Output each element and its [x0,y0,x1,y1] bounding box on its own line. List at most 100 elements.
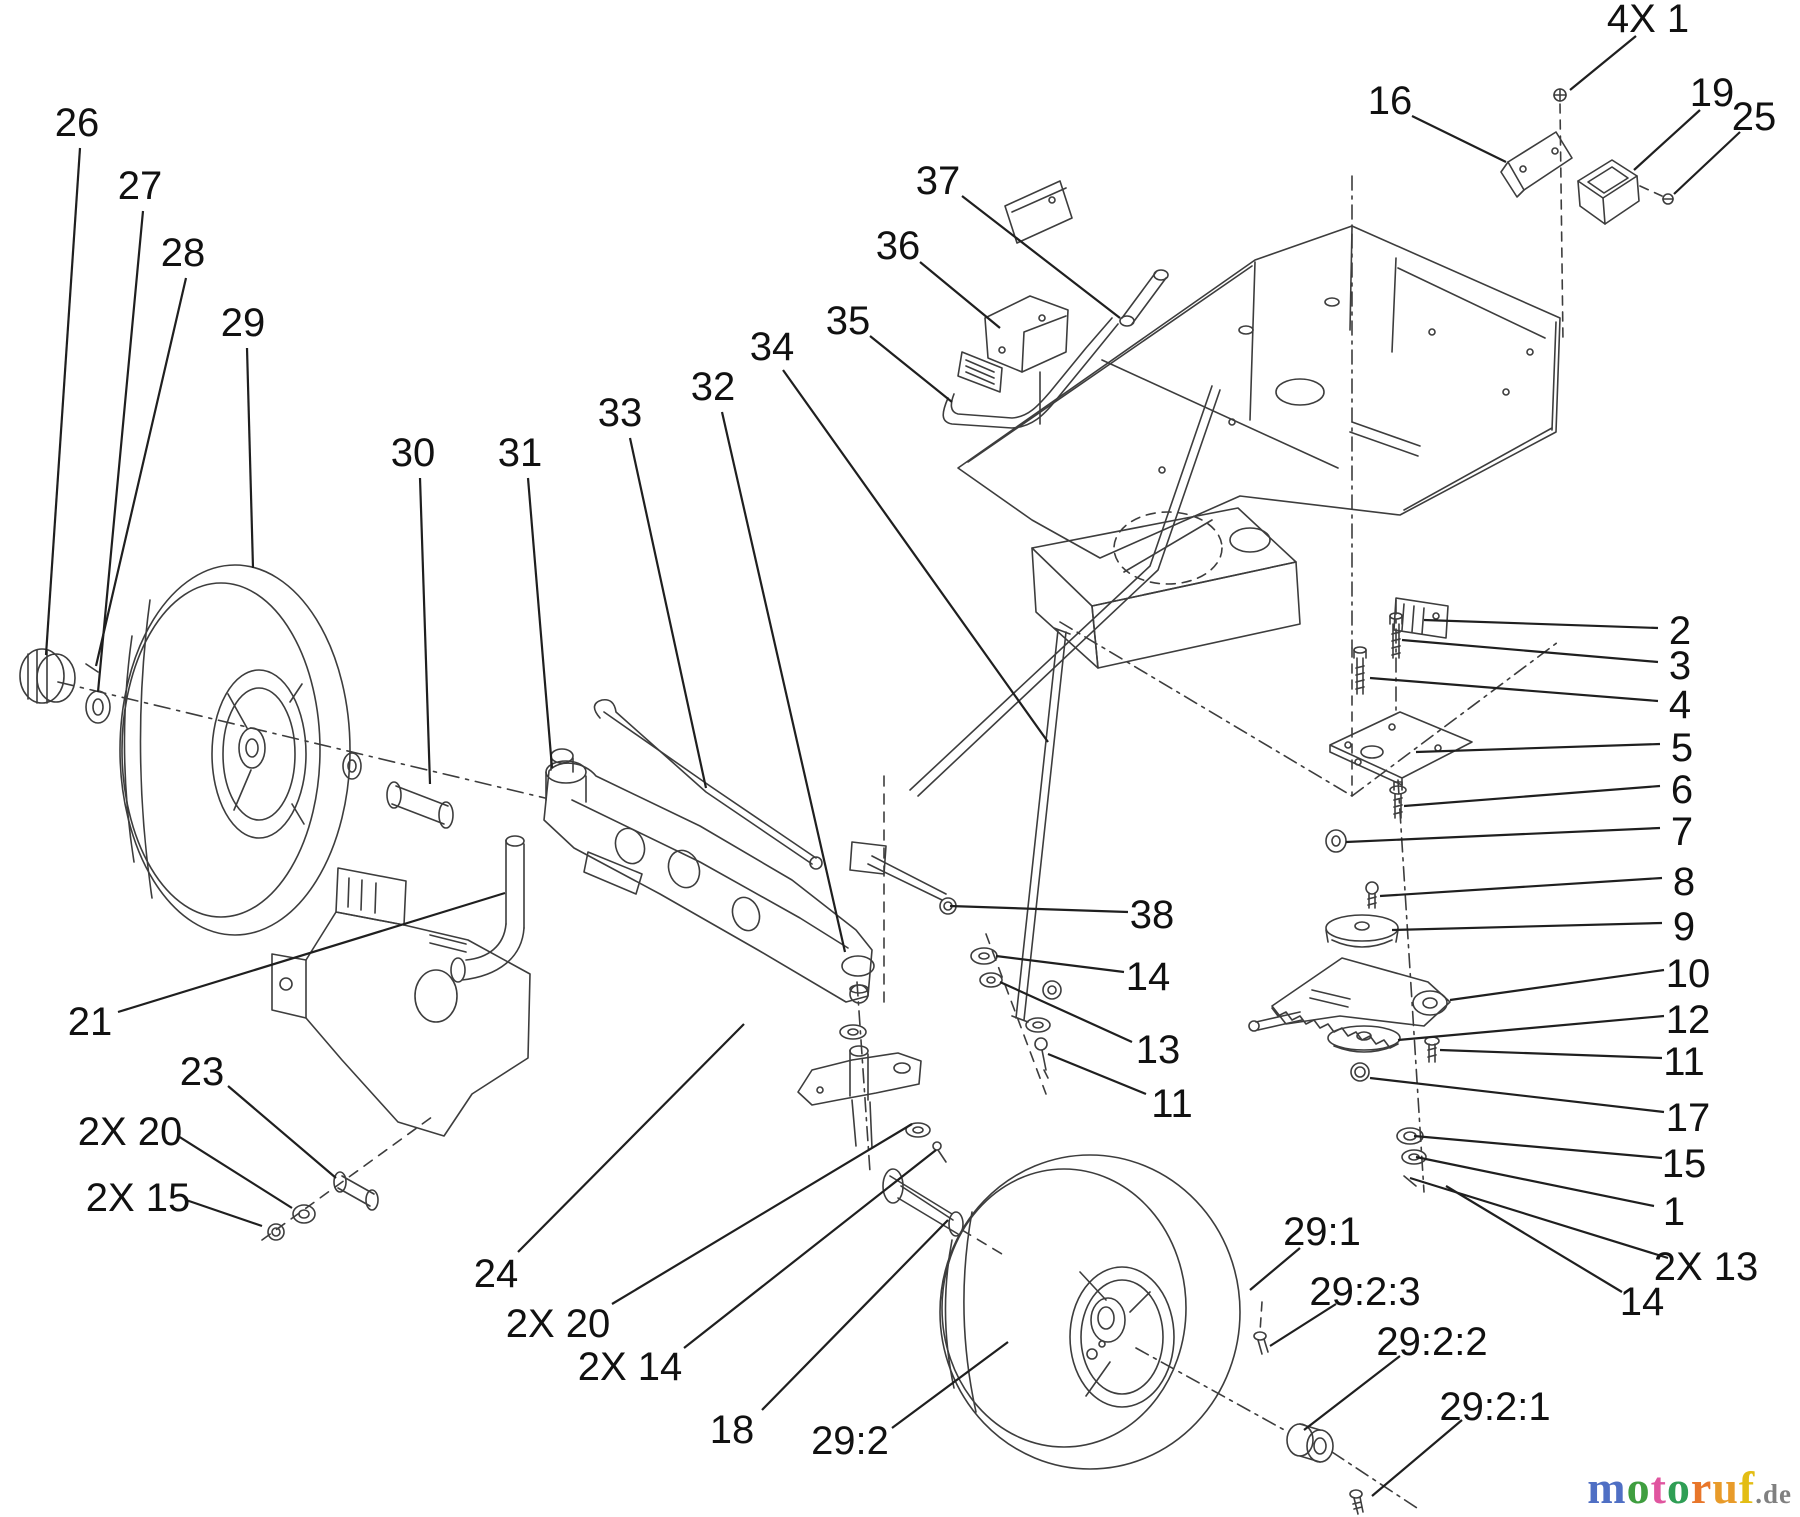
leader-line-13 [999,980,1133,1044]
callout-label: 29:2:1 [1439,1385,1550,1429]
callout-label: 12 [1666,998,1711,1042]
leader-line-11 [1439,1048,1663,1060]
leader-line-2 [1423,618,1659,630]
leader-line-29-2-3 [1269,1303,1337,1347]
leader-line-29-2-2 [1303,1355,1401,1431]
leader-line-17 [1369,1076,1665,1114]
callout-label: 29 [221,301,266,345]
callout-label: 4X 1 [1607,0,1689,41]
leader-line-12 [1397,1014,1665,1042]
callout-label: 14 [1126,955,1171,999]
callout-label: 33 [598,391,643,435]
callout-label: 13 [1136,1028,1181,1072]
left-spindle [450,835,525,983]
leader-line-30 [418,477,432,785]
leader-line-27 [96,210,145,693]
right-wheel-tire [939,1154,1241,1470]
callout-label: 14 [1620,1280,1665,1324]
callout-label: 6 [1671,768,1693,812]
right-kingpin-spindle [839,955,875,1173]
leader-line-14 [1445,1185,1623,1293]
watermark-letter: u [1712,1462,1739,1513]
leader-line-25 [1673,131,1741,195]
callout-label: 29:2:3 [1309,1270,1420,1314]
callout-label: 10 [1666,952,1711,996]
callout-label: 2X 13 [1654,1245,1759,1289]
axle-pivot-tube [342,752,454,829]
watermark-letter: m [1587,1462,1627,1513]
left-wheel-tire [119,564,351,936]
leader-line-2X-13 [1409,1176,1669,1260]
leader-line-33 [628,437,708,789]
callout-label: 27 [118,164,163,208]
drag-link-rod [1011,627,1071,1023]
callout-label: 29:2:2 [1376,1320,1487,1364]
callout-label: 23 [180,1050,225,1094]
callout-label: 32 [691,365,736,409]
leader-line-19 [1633,109,1701,171]
callout-label: 4 [1669,683,1691,727]
gear-hardware [1327,1025,1440,1187]
leader-line-15 [1413,1134,1663,1160]
steering-sector-gear [1248,957,1451,1049]
leader-line-9 [1391,921,1663,932]
leader-line-28 [94,277,188,667]
steering-shaft [849,385,1221,1005]
leader-line-37 [961,195,1121,319]
leader-line-29 [245,347,255,569]
leader-line-11 [1047,1052,1147,1096]
callout-label: 19 [1690,71,1735,115]
callout-label: 3 [1669,644,1691,688]
leader-line-18 [761,1219,949,1411]
leader-line-2X-15 [185,1198,263,1228]
leader-line-31 [526,477,554,769]
leader-line-7 [1345,826,1661,844]
leader-line-29-2 [891,1341,1009,1429]
axle-support-bracket [797,1052,947,1163]
chassis-frame [957,175,1561,797]
callout-label: 36 [876,224,921,268]
callout-label: 21 [68,1000,113,1044]
steering-hardware-stack [939,897,1062,1095]
leader-line-6 [1403,784,1661,808]
callout-label: 29:1 [1283,1210,1361,1254]
watermark-suffix: .de [1755,1479,1792,1509]
support-bracket [271,867,531,1137]
callout-label: 25 [1732,95,1777,139]
callout-label: 18 [710,1408,755,1452]
callout-label: 24 [474,1252,519,1296]
callout-label: 8 [1673,860,1695,904]
leader-line-24 [517,1023,745,1253]
callout-label: 11 [1151,1082,1193,1126]
callout-label: 26 [55,101,100,145]
leader-line-3 [1401,638,1659,664]
callout-label: 2X 15 [86,1176,191,1220]
callout-label: 38 [1130,893,1175,937]
callout-label: 28 [161,231,206,275]
leader-line-36 [919,261,1001,329]
leader-line-23 [227,1085,337,1179]
callout-label: 9 [1673,905,1695,949]
leader-line-2X-20 [177,1135,293,1209]
leader-line-4X-1 [1569,35,1637,91]
screw-icon [1553,88,1567,343]
callout-label: 34 [750,325,795,369]
leader-line-38 [949,904,1129,914]
callout-label: 5 [1671,726,1693,770]
leader-line-21 [117,891,506,1014]
leader-line-26 [44,147,82,656]
mount-plate [1500,131,1573,198]
leader-line-5 [1415,742,1661,754]
steering-link-rod [593,698,823,870]
leader-line-10 [1449,968,1665,1002]
leader-line-8 [1379,876,1663,898]
callout-label: 37 [916,159,961,203]
leader-line-32 [720,411,847,953]
callout-label: 15 [1662,1142,1707,1186]
callout-label: 2X 20 [506,1302,611,1346]
callout-label: 7 [1671,810,1693,854]
callout-label: 35 [826,299,871,343]
watermark-letter: t [1650,1462,1667,1513]
